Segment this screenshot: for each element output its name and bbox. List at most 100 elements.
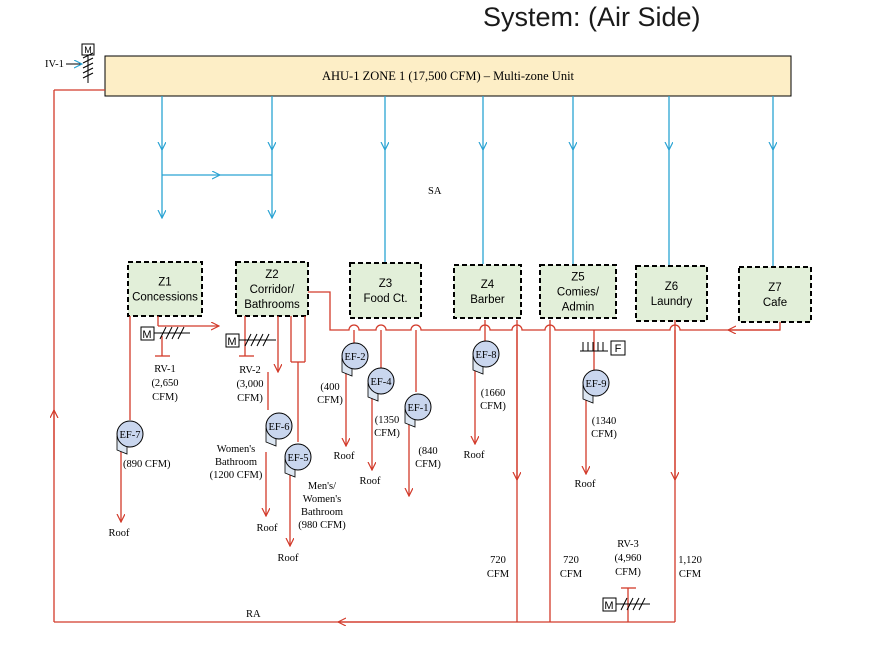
return-flow-label: CFM: [679, 569, 702, 580]
zone-label: Corridor/: [250, 284, 296, 296]
fan-flow-label: (1350: [375, 415, 400, 426]
fan-flow-label: CFM): [480, 401, 506, 412]
fan-flow-label: CFM): [415, 459, 441, 470]
fan-label: EF-4: [371, 377, 393, 388]
relief-valve-label: RV-1: [154, 364, 176, 375]
zone-box: [738, 266, 812, 323]
fan-label: EF-7: [120, 430, 141, 441]
motor-label: M: [84, 45, 92, 55]
fan-flow-label: Women's: [303, 494, 341, 505]
zone-label: Z2: [265, 269, 278, 281]
filter-box: [610, 340, 626, 356]
filter-damper: F: [580, 340, 626, 356]
return-flow-label: 720: [563, 555, 579, 566]
relief-valve-label: CFM): [237, 393, 263, 404]
fan-icon: [284, 443, 312, 471]
fan-flow-label: Women's: [217, 444, 255, 455]
fan-flow-label: (980 CFM): [298, 520, 346, 531]
relief-valve-label: RV-3: [617, 539, 639, 550]
relief-valve-label: CFM): [615, 567, 641, 578]
ra-label: RA: [246, 609, 261, 620]
zone-label: Z6: [665, 281, 678, 293]
fan-flow: (890 CFM): [123, 459, 171, 470]
zone-label: Z3: [379, 278, 392, 290]
ahu-unit: [104, 55, 792, 97]
return-air-lines: [54, 89, 781, 622]
fan-destination: Roof: [334, 451, 356, 462]
zone-label: Barber: [470, 294, 505, 306]
zone-label: Admin: [562, 302, 595, 314]
fan-flow-label: (840: [418, 446, 437, 457]
zone-label: Laundry: [651, 296, 693, 308]
relief-valve-label: (4,960: [614, 553, 641, 564]
fan-icon: [116, 420, 144, 448]
fan-icon: [341, 342, 369, 370]
fan-label: EF-2: [345, 352, 366, 363]
fan-flow-label: (1200 CFM): [210, 470, 263, 481]
diagram-title: System: (Air Side): [483, 2, 701, 32]
fan-label: EF-5: [288, 453, 309, 464]
fan-flow-label: (1660: [481, 388, 506, 399]
rv-1-damper: M: [140, 326, 190, 341]
fan-icon: [367, 367, 395, 395]
relief-valve-label: CFM): [152, 392, 178, 403]
fan-destination: Roof: [257, 523, 279, 534]
zone-label: Z1: [158, 277, 171, 289]
fan-icon: [472, 340, 500, 368]
zone-box: [127, 261, 203, 317]
zone-label: Z5: [571, 272, 584, 284]
zone-box: [453, 264, 522, 319]
motor-label: M: [227, 336, 236, 348]
fan-flow-label: CFM): [317, 395, 343, 406]
zone-box: [235, 261, 309, 317]
fan-icon: [265, 412, 293, 440]
fan-icon: [582, 369, 610, 397]
fan-flow-label: (890 CFM): [123, 459, 171, 470]
relief-valve-label: (3,000: [236, 379, 263, 390]
fan-flow-label: Bathroom: [215, 457, 257, 468]
return-flow-label: CFM: [487, 569, 510, 580]
zone-label: Cafe: [763, 297, 787, 309]
rv-2-damper: M: [225, 333, 276, 348]
fan-flow-label: Bathroom: [301, 507, 343, 518]
fan-icon: [404, 393, 432, 421]
fan-flow-label: CFM): [591, 429, 617, 440]
zone-label: Z4: [481, 279, 495, 291]
fan-label: EF-9: [586, 379, 607, 390]
ahu-label: AHU-1 ZONE 1 (17,500 CFM) – Multi-zone U…: [322, 69, 575, 83]
fan-destination: Roof: [278, 553, 300, 564]
zone-box: [635, 265, 708, 322]
return-flow-label: 1,120: [678, 555, 702, 566]
zone-label: Food Ct.: [363, 293, 407, 305]
zone-label: Z7: [768, 282, 781, 294]
fan-destination: Roof: [464, 450, 486, 461]
return-flow-label: 720: [490, 555, 506, 566]
return-flow-label: CFM: [560, 569, 583, 580]
fan-label: EF-8: [476, 350, 497, 361]
iv-1-damper: M: [81, 43, 95, 83]
fan-destination: Roof: [360, 476, 382, 487]
relief-valve-label: RV-2: [239, 365, 261, 376]
fan-destination: Roof: [575, 479, 597, 490]
fan-label: EF-6: [269, 422, 290, 433]
